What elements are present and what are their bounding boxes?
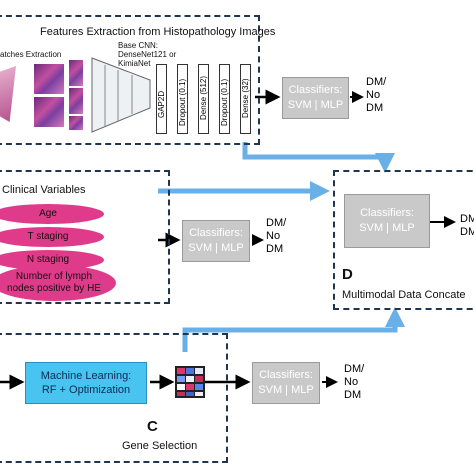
panel-a-classifier: Classifiers: SVM | MLP (282, 77, 349, 119)
layer-dropout-2-label: Dropout (0.1) (220, 78, 229, 126)
panel-d-letter: D (342, 266, 353, 283)
layer-dropout-2 (219, 64, 230, 134)
panel-d-output: DM DM (460, 213, 474, 238)
panel-b-classifier-line1: Classifiers: (189, 227, 243, 239)
panel-b-classifier-line2: SVM | MLP (188, 242, 244, 254)
panel-a-classifier-line2: SVM | MLP (287, 99, 344, 111)
panel-a-title: Features Extraction from Histopathology … (40, 26, 276, 38)
panel-c-classifier-line1: Classifiers: (259, 369, 313, 381)
panel-d-classifier-line2: SVM | MLP (359, 222, 415, 234)
ml-box: Machine Learning: RF + Optimization (25, 362, 147, 404)
gene-heatmap-icon (175, 366, 205, 398)
layer-dropout-1 (177, 64, 188, 134)
patch-tile-4 (69, 88, 83, 114)
variable-t-staging: T staging (0, 227, 104, 247)
panel-d-classifier: Classifiers: SVM | MLP (344, 194, 430, 248)
layer-dense-512 (198, 64, 209, 134)
panel-a-box (0, 15, 260, 145)
panel-b-box (0, 170, 170, 304)
ml-box-line2: RF + Optimization (41, 384, 131, 396)
patches-label: atches Extraction (0, 50, 62, 59)
panel-a-output: DM/ No DM (366, 76, 387, 114)
panel-c-output: DM/ No DM (344, 363, 365, 401)
panel-c-letter: C (147, 418, 158, 435)
patch-tile-3 (69, 60, 83, 86)
panel-d-classifier-line1: Classifiers: (360, 207, 414, 219)
panel-d-caption: Multimodal Data Concate (342, 289, 466, 301)
panel-d-box (333, 170, 474, 310)
patch-tile-1 (34, 64, 64, 94)
layer-dense-32 (240, 64, 251, 134)
patch-tile-5 (69, 116, 83, 130)
panel-b-title: Clinical Variables (2, 184, 86, 196)
panel-b-output: DM/ No DM (266, 217, 287, 255)
panel-c-classifier-line2: SVM | MLP (258, 384, 314, 396)
panel-a-classifier-line1: Classifiers: (288, 84, 343, 96)
panel-c-classifier: Classifiers: SVM | MLP (252, 362, 320, 404)
layer-gap2d-label: GAP2D (157, 90, 166, 118)
variable-n-staging: N staging (0, 250, 104, 270)
patch-tile-2 (34, 97, 64, 127)
panel-c-caption: Gene Selection (122, 440, 198, 452)
blue-arrow-a-to-d (242, 142, 395, 173)
variable-lymph-nodes: Number of lymph nodes positive by HE (0, 265, 116, 301)
cnn-label: Base CNN: DenseNet121 or KimiaNet (118, 41, 177, 68)
panel-c-box (0, 333, 228, 463)
cnn-funnel-shape (91, 57, 151, 133)
layer-dense-512-label: Dense (512) (199, 75, 208, 120)
variable-age: Age (0, 204, 104, 224)
blue-arrow-c-to-d (182, 307, 405, 352)
layer-dropout-1-label: Dropout (0.1) (178, 78, 187, 126)
layer-dense-32-label: Dense (32) (241, 78, 250, 118)
panel-b-classifier: Classifiers: SVM | MLP (182, 220, 250, 262)
layer-gap2d (156, 64, 167, 134)
ml-box-line1: Machine Learning: (40, 370, 132, 382)
